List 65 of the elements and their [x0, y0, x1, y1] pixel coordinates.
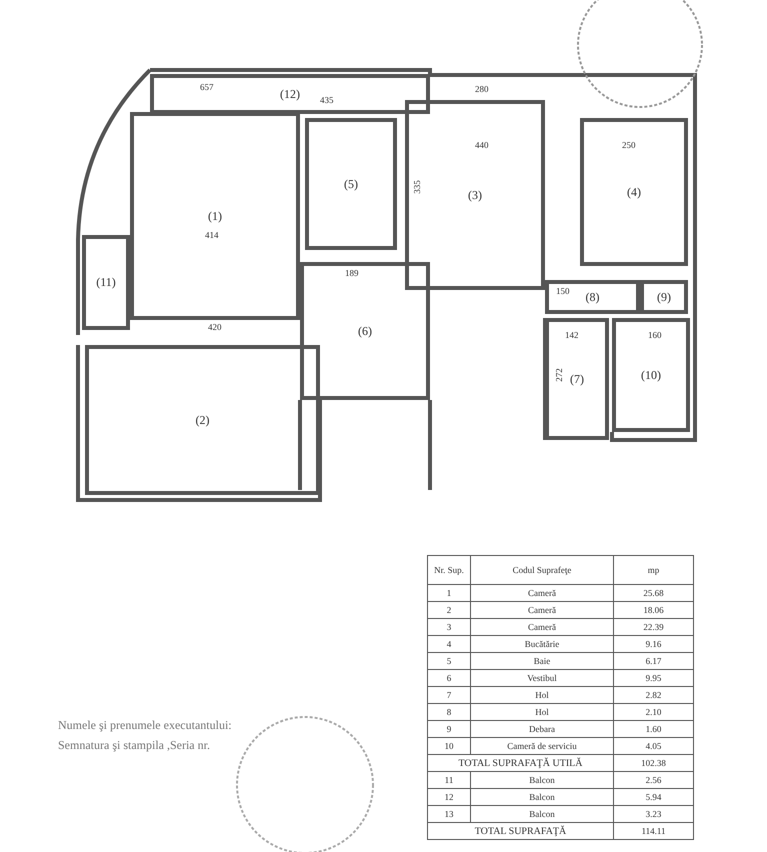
table-cell: 9: [428, 720, 470, 738]
dimension-label: 657: [200, 82, 214, 92]
dimension-label: 189: [345, 268, 358, 278]
table-cell: 2.10: [614, 704, 694, 720]
dimension-label: 250: [622, 140, 636, 150]
table-cell: 18.06: [614, 602, 694, 618]
table-cell: 2: [428, 602, 470, 618]
table-cell: Hol: [470, 686, 614, 704]
dimension-label: 440: [475, 140, 488, 150]
table-cell: TOTAL SUPRAFAŢĂ: [428, 822, 614, 840]
signature-note: Numele şi prenumele executantului:: [58, 718, 232, 733]
table-cell: 4.05: [614, 738, 694, 754]
dimension-label: 435: [320, 95, 334, 105]
table-cell: TOTAL SUPRAFAŢĂ UTILĂ: [428, 754, 614, 772]
room: (2): [85, 345, 320, 495]
table-cell: Cameră de serviciu: [470, 738, 614, 754]
table-cell: 3.23: [614, 806, 694, 822]
dimension-label: 335: [412, 180, 422, 194]
table-cell: 4: [428, 636, 470, 652]
table-cell: Debara: [470, 720, 614, 738]
table-cell: 2.82: [614, 686, 694, 704]
column-header: Codul Suprafeţe: [470, 556, 614, 584]
room: (11): [82, 235, 130, 330]
table-cell: 1: [428, 584, 470, 602]
dimension-label: 150: [556, 286, 570, 296]
dimension-label: 414: [205, 230, 218, 240]
table-cell: 22.39: [614, 618, 694, 636]
dimension-label: 272: [554, 368, 564, 382]
table-cell: Cameră: [470, 584, 614, 602]
table-cell: 8: [428, 704, 470, 720]
table-cell: 10: [428, 738, 470, 754]
table-cell: 6: [428, 670, 470, 686]
dimension-label: 142: [565, 330, 578, 340]
table-cell: 2.56: [614, 772, 694, 788]
table-cell: Vestibul: [470, 670, 614, 686]
table-cell: 13: [428, 806, 470, 822]
table-cell: 25.68: [614, 584, 694, 602]
table-cell: 102.38: [614, 754, 694, 772]
table-cell: 9.95: [614, 670, 694, 686]
table-cell: Bucătărie: [470, 636, 614, 652]
table-cell: 5.94: [614, 788, 694, 806]
table-cell: 1.60: [614, 720, 694, 738]
table-cell: Balcon: [470, 772, 614, 788]
table-cell: Balcon: [470, 788, 614, 806]
table-cell: 5: [428, 652, 470, 670]
table-cell: Cameră: [470, 602, 614, 618]
table-cell: Hol: [470, 704, 614, 720]
room: (9): [640, 280, 688, 314]
table-cell: 6.17: [614, 652, 694, 670]
dimension-label: 420: [208, 322, 222, 332]
table-cell: 114.11: [614, 822, 694, 840]
column-header: Nr. Sup.: [428, 556, 470, 584]
table-cell: Baie: [470, 652, 614, 670]
table-cell: 9.16: [614, 636, 694, 652]
table-cell: 7: [428, 686, 470, 704]
dimension-label: 280: [475, 84, 488, 94]
room: (5): [305, 118, 397, 250]
table-cell: 11: [428, 772, 470, 788]
table-cell: 3: [428, 618, 470, 636]
column-header: mp: [614, 556, 694, 584]
table-cell: Balcon: [470, 806, 614, 822]
table-cell: 12: [428, 788, 470, 806]
table-cell: Cameră: [470, 618, 614, 636]
dimension-label: 160: [648, 330, 662, 340]
signature-note: Semnatura şi stampila ,Seria nr.: [58, 738, 210, 753]
